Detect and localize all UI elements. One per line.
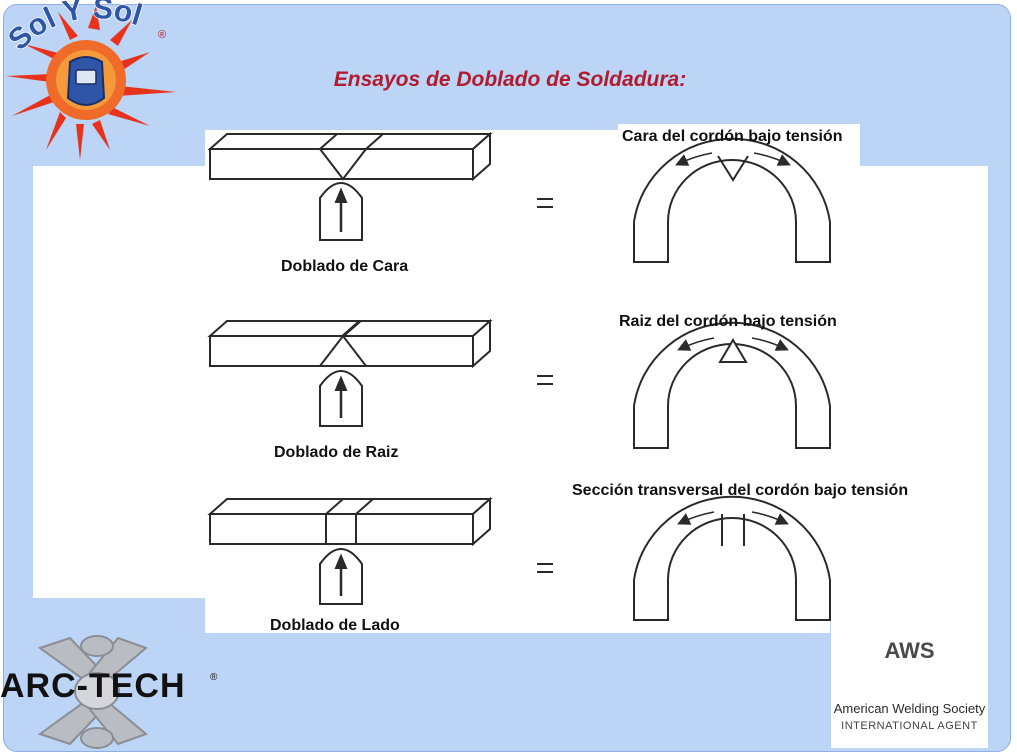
label-face-tension: Cara del cordón bajo tensión bbox=[622, 128, 843, 145]
arctech-registered: ® bbox=[210, 672, 218, 683]
arctech-logo-text: ARC-TECH bbox=[0, 667, 186, 705]
aws-agent: INTERNATIONAL AGENT bbox=[841, 720, 978, 732]
arctech-logo: ® bbox=[37, 635, 218, 749]
solysol-logo: Sol Y Sol ® bbox=[1, 0, 176, 160]
label-root-tension: Raiz del cordón bajo tensión bbox=[619, 313, 837, 330]
label-face-bend: Doblado de Cara bbox=[281, 258, 409, 275]
label-root-bend: Doblado de Raiz bbox=[274, 444, 399, 461]
label-section-tension: Sección transversal del cordón bajo tens… bbox=[572, 482, 909, 499]
label-side-bend: Doblado de Lado bbox=[270, 617, 400, 634]
row-face-bend bbox=[207, 131, 831, 263]
aws-logo-box: AWS American Welding Society INTERNATION… bbox=[831, 598, 988, 748]
registered-mark: ® bbox=[158, 29, 166, 41]
row-side-bend bbox=[207, 495, 831, 621]
aws-mark: AWS bbox=[884, 638, 935, 663]
aws-name: American Welding Society bbox=[833, 701, 986, 716]
slide-title: Ensayos de Doblado de Soldadura: bbox=[333, 68, 687, 91]
row-root-bend bbox=[207, 318, 831, 449]
